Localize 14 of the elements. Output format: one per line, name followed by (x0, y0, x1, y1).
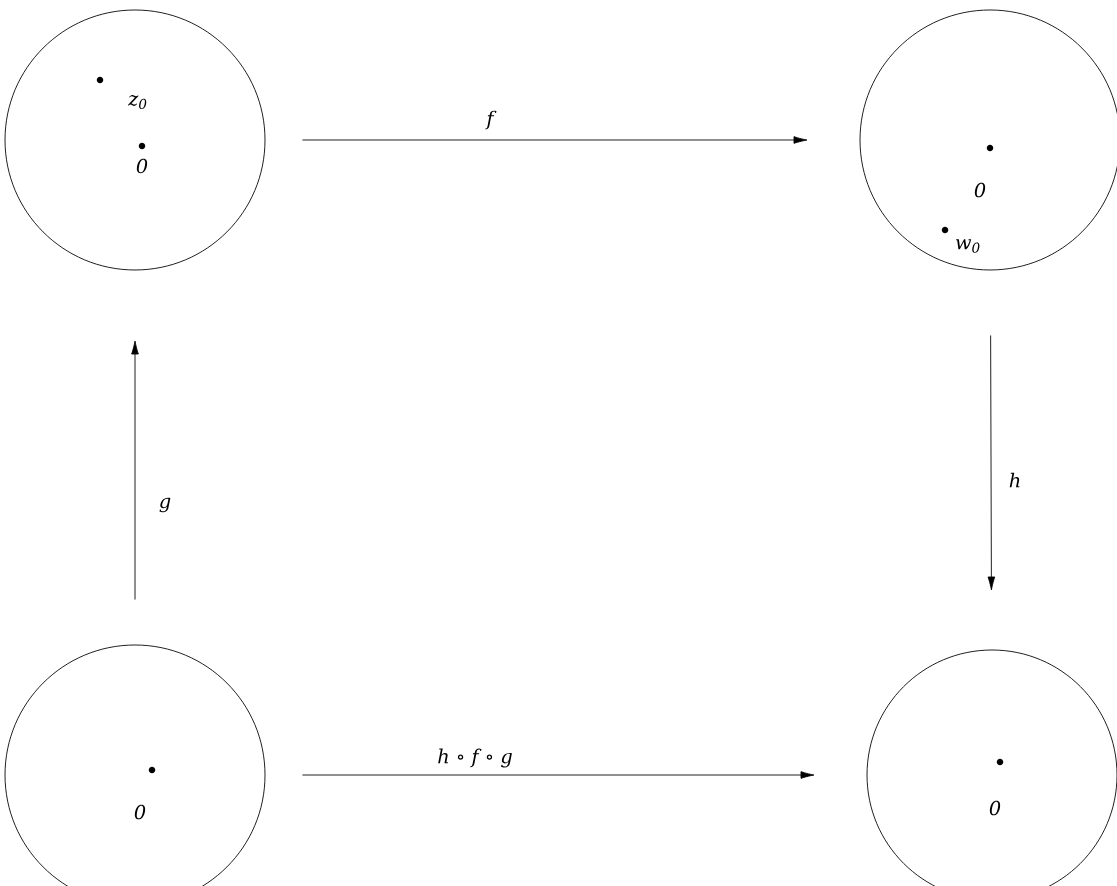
point-label: 0 (989, 800, 1001, 816)
edge-label: h ∘ f ∘ g (438, 748, 512, 768)
arrow (987, 335, 996, 591)
point-label: z$_{0}$ (127, 94, 147, 110)
arrow (302, 136, 808, 144)
edge-label: f (485, 110, 497, 130)
point-label: w$_{0}$ (956, 239, 980, 253)
point-label: 0 (974, 182, 986, 198)
edge-label: h (1009, 472, 1020, 488)
edge-label: g (159, 497, 171, 513)
point-label: 0 (134, 804, 146, 820)
arrow (302, 771, 815, 779)
point-label: 0 (136, 158, 148, 174)
arrow (131, 340, 139, 600)
